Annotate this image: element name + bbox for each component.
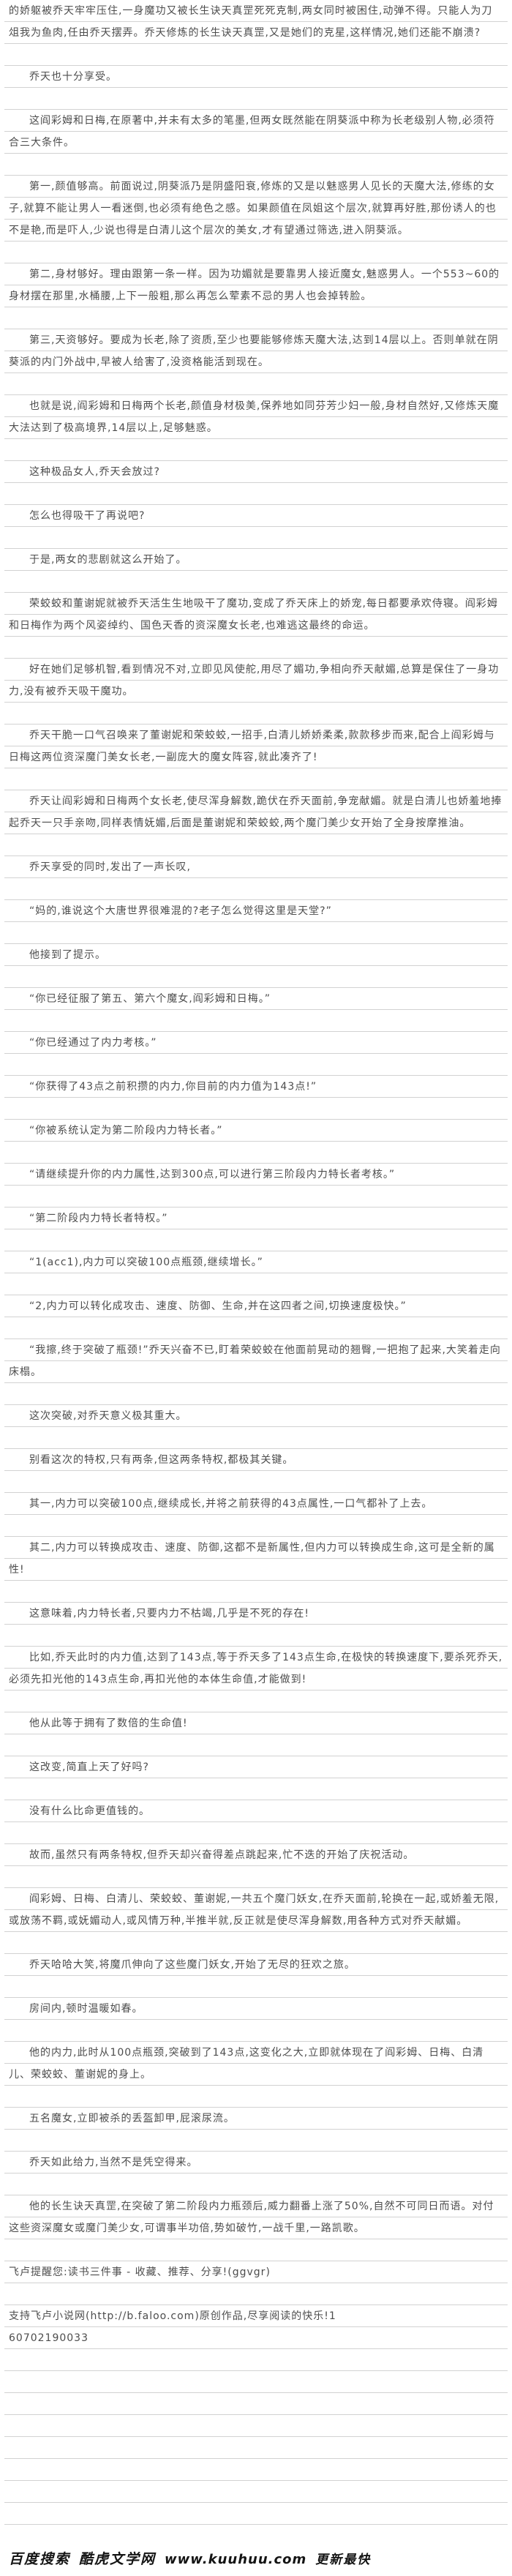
faloo-support-text: 支持飞卢小说网(http://b.faloo.com)原创作品,尽享阅读的快乐!… — [9, 2310, 336, 2322]
chapter-paragraph: 荣蛟蛟和董谢妮就被乔天活生生地吸干了魔功,变成了乔天床上的娇宠,每日都要承欢侍寝… — [9, 598, 498, 632]
chapter-paragraph: 怎么也得吸干了再说吧? — [29, 510, 146, 522]
chapter-paragraph: 他接到了提示。 — [29, 949, 106, 961]
chapter-paragraph: 也就是说,阎彩姆和日梅两个长老,颜值身材极美,保养地如同芬芳少妇一般,身材自然好… — [9, 400, 500, 434]
chapter-paragraph: 五名魔女,立即被杀的丢盔卸甲,屁滚尿流。 — [29, 2113, 235, 2124]
chapter-paragraph: 这改变,简直上天了好吗? — [29, 1761, 149, 1773]
chapter-paragraph: “你已经征服了第五、第六个魔女,阎彩姆和日梅。” — [29, 993, 271, 1005]
chapter-paragraph: “你获得了43点之前积攒的内力,你目前的内力值为143点!” — [29, 1081, 317, 1093]
chapter-paragraph: 第一,颜值够高。前面说过,阴葵派乃是阴盛阳衰,修炼的又是以魅惑男人见长的天魔大法… — [9, 181, 497, 236]
chapter-paragraph: 于是,两女的悲剧就这么开始了。 — [29, 554, 187, 566]
chapter-paragraph: 第三,天资够好。要成为长老,除了资质,至少也要能够修炼天魔大法,达到14层以上。… — [9, 334, 499, 368]
chapter-paragraph: 他从此等于拥有了数倍的生命值! — [29, 1718, 188, 1729]
chapter-paragraph: 这次突破,对乔天意义极其重大。 — [29, 1410, 187, 1422]
chapter-paragraph: “你被系统认定为第二阶段内力特长者。” — [29, 1125, 223, 1137]
chapter-paragraph: 别看这次的特权,只有两条,但这两条特权,都极其关键。 — [29, 1454, 294, 1466]
chapter-paragraph: 第二,身材够好。理由跟第一条一样。因为功媚就是要靠男人接近魔女,魅惑男人。一个5… — [9, 269, 500, 302]
chapter-paragraph: 乔天享受的同时,发出了一声长叹, — [29, 861, 191, 873]
chapter-paragraph: 阎彩姆、日梅、白清儿、荣蛟蛟、董谢妮,一共五个魔门妖女,在乔天面前,轮换在一起,… — [9, 1893, 500, 1927]
chapter-paragraph: 的娇躯被乔天牢牢压住,一身魔功又被长生诀天真罡死死克制,两女同时被困住,动弹不得… — [9, 5, 493, 39]
chapter-paragraph: 其一,内力可以突破100点,继续成长,并将之前获得的43点属性,一口气都补了上去… — [29, 1498, 433, 1510]
chapter-paragraph: “1(acc1),内力可以突破100点瓶颈,继续增长。” — [29, 1257, 263, 1268]
chapter-paragraph: 这种极品女人,乔天会放过? — [29, 466, 160, 478]
faloo-tracking-code: 60702190033 — [9, 2332, 89, 2344]
chapter-paragraph: 比如,乔天此时的内力值,达到了143点,等于乔天多了143点生命,在极快的转换速… — [9, 1652, 503, 1685]
chapter-paragraph: “请继续提升你的内力属性,达到300点,可以进行第三阶段内力特长者考核。” — [29, 1169, 396, 1180]
chapter-paragraph: 房间内,顿时温暖如春。 — [29, 2003, 143, 2015]
chapter-paragraph: 乔天让阎彩姆和日梅两个女长老,使尽浑身解数,跪伏在乔天面前,争宠献媚。就是白清儿… — [9, 795, 502, 829]
chapter-paragraph: 故而,虽然只有两条特权,但乔天却兴奋得差点跳起来,忙不迭的开始了庆祝活动。 — [29, 1849, 415, 1861]
chapter-paragraph: 其二,内力可以转换成攻击、速度、防御,这都不是新属性,但内力可以转换成生命,这可… — [9, 1542, 495, 1576]
chapter-paragraph: 乔天干脆一口气召唤来了董谢妮和荣蛟蛟,一招手,白清儿娇娇柔柔,款款移步而来,配合… — [9, 730, 495, 763]
chapter-paragraph: 没有什么比命更值钱的。 — [29, 1805, 150, 1817]
chapter-paragraph: 乔天哈哈大笑,将魔爪伸向了这些魔门妖女,开始了无尽的狂欢之旅。 — [29, 1959, 355, 1971]
footer-site-name: 酷虎文学网 — [79, 2551, 157, 2567]
chapter-paragraph: 他的长生诀天真罡,在突破了第二阶段内力瓶颈后,威力翻番上涨了50%,自然不可同日… — [9, 2201, 494, 2234]
chapter-paragraph: “我擦,终于突破了瓶颈!”乔天兴奋不已,盯着荣蛟蛟在他面前晃动的翘臀,一把抱了起… — [9, 1344, 501, 1378]
chapter-content: 的娇躯被乔天牢牢压住,一身魔功又被长生诀天真罡死死克制,两女同时被困住,动弹不得… — [4, 0, 508, 2539]
chapter-paragraph: “第二阶段内力特长者特权。” — [29, 1213, 168, 1224]
chapter-paragraph: “你已经通过了内力考核。” — [29, 1037, 157, 1049]
chapter-paragraph: 乔天也十分享受。 — [29, 71, 117, 83]
chapter-paragraph: “妈的,谁说这个大唐世界很难混的?老子怎么觉得这里是天堂?” — [29, 905, 332, 917]
faloo-support-block: 支持飞卢小说网(http://b.faloo.com)原创作品,尽享阅读的快乐!… — [9, 2305, 503, 2349]
footer-site-url: www.kuuhuu.com — [165, 2552, 307, 2567]
faloo-reminder-text: 飞卢提醒您:读书三件事 - 收藏、推荐、分享!(ggvgr) — [9, 2266, 271, 2278]
footer-slogan: 更新最快 — [315, 2553, 372, 2567]
chapter-paragraph: 乔天如此给力,当然不是凭空得来。 — [29, 2157, 198, 2168]
chapter-paragraph: “2,内力可以转化成攻击、速度、防御、生命,并在这四者之间,切换速度极快。” — [29, 1300, 407, 1312]
chapter-paragraph: 这意味着,内力特长者,只要内力不枯竭,几乎是不死的存在! — [29, 1608, 309, 1620]
footer-search-text: 百度搜索 — [9, 2551, 71, 2567]
site-watermark-logo: 百度搜索酷虎文学网 www.kuuhuu.com 更新最快 — [9, 2550, 371, 2569]
chapter-paragraph: 这阎彩姆和日梅,在原著中,并未有太多的笔墨,但两女既然能在阴葵派中称为长老级别人… — [9, 115, 495, 149]
chapter-paragraph: 他的内力,此时从100点瓶颈,突破到了143点,这变化之大,立即就体现在了阎彩姆… — [9, 2047, 484, 2081]
chapter-paragraph: 好在她们足够机智,看到情况不对,立即见风使舵,用尽了媚功,争相向乔天献媚,总算是… — [9, 664, 500, 697]
